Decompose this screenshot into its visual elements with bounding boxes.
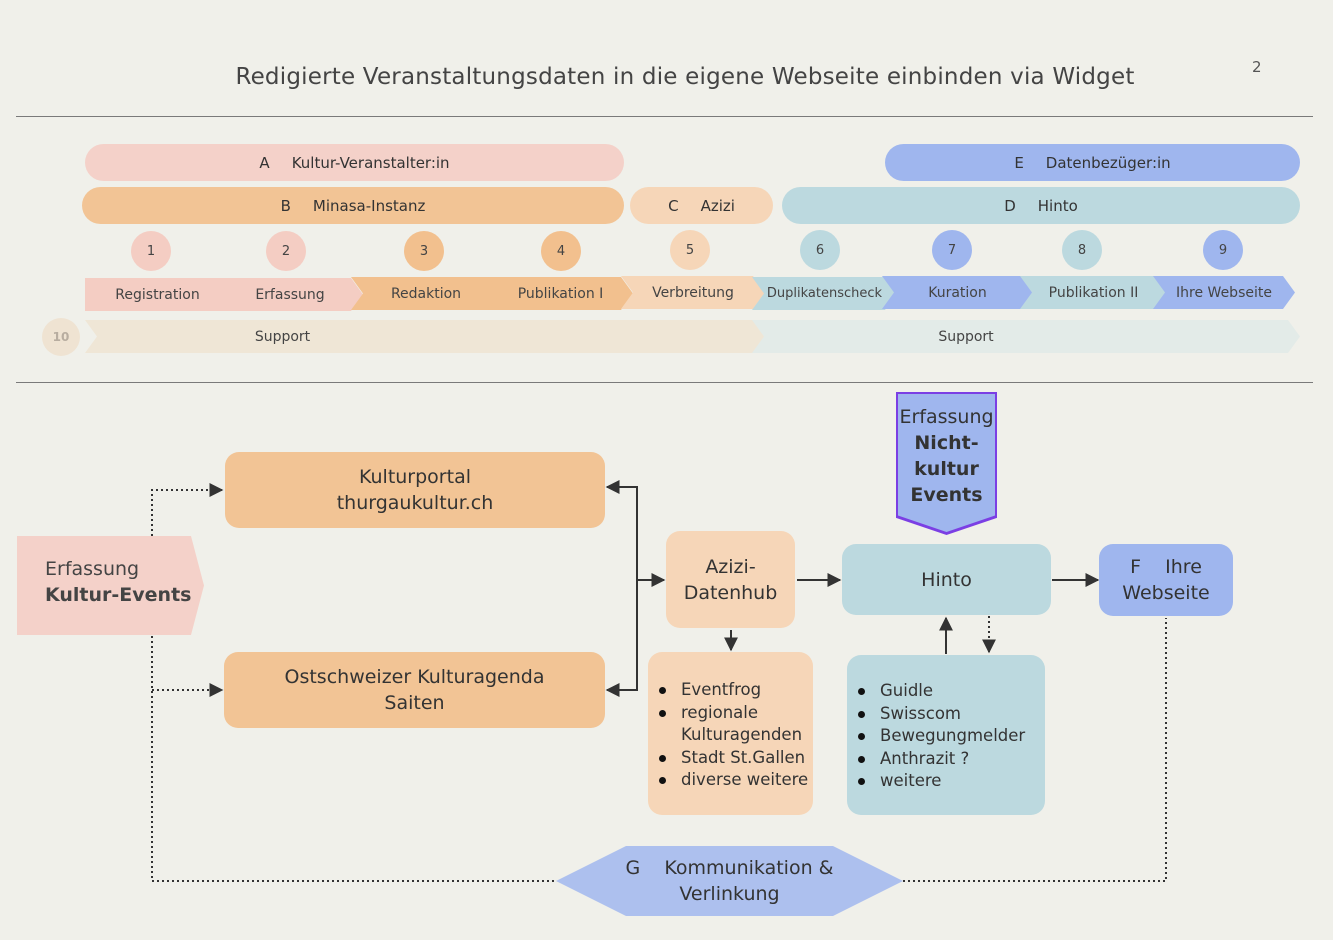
portal1-line2: thurgaukultur.ch — [336, 492, 494, 514]
nonculture-line2: Nicht- — [914, 432, 979, 454]
hinto-partners-list: Guidle Swisscom Bewegungmelder Anthrazit… — [855, 680, 1045, 793]
step-6-label: Duplikatenscheck — [766, 286, 883, 301]
communication-node: G Kommunikation & Verlinkung — [556, 846, 903, 916]
step-10-number: 10 — [42, 318, 80, 356]
actor-d-pill: D Hinto — [782, 187, 1300, 224]
support-left-label: Support — [254, 328, 311, 345]
step-1-number: 1 — [131, 231, 171, 271]
hub-source-item: Stadt St.Gallen — [656, 747, 813, 770]
step-2-label: Erfassung — [255, 286, 325, 303]
hub-source-item: Eventfrog — [656, 679, 813, 702]
actor-e-label: Datenbezüger:in — [1045, 153, 1171, 172]
step-2-number: 2 — [266, 231, 306, 271]
website-node: F Ihre Webseite — [1099, 544, 1233, 616]
support-left-chevron: Support — [85, 320, 770, 353]
divider-top — [16, 116, 1313, 117]
actor-e-letter: E — [1014, 153, 1024, 172]
divider-middle — [16, 382, 1313, 383]
actor-a-letter: A — [259, 153, 270, 172]
actor-d-letter: D — [1004, 196, 1016, 215]
step-4-number: 4 — [541, 231, 581, 271]
hinto-partner-item: Guidle — [855, 680, 1045, 703]
hub-source-item: regionale Kulturagenden — [656, 702, 813, 747]
solid-connectors — [605, 480, 1100, 697]
hinto-partner-item: Swisscom — [855, 703, 1045, 726]
step-5-number: 5 — [670, 230, 710, 270]
portal1-line1: Kulturportal — [358, 466, 471, 488]
nonculture-events: Erfassung Nicht- kultur Events — [898, 394, 995, 532]
actor-c-pill: C Azizi — [630, 187, 773, 224]
step-5-chevron: Verbreitung — [621, 276, 765, 309]
hub-sources-box: Eventfrog regionale Kulturagenden Stadt … — [648, 652, 813, 815]
support-right-label: Support — [938, 328, 994, 345]
step-6-number: 6 — [800, 230, 840, 270]
hub-line2: Datenhub — [683, 581, 778, 604]
source-culture-events-text: Erfassung Kultur-Events — [45, 556, 191, 608]
step-5-label: Verbreitung — [652, 284, 734, 301]
step-3-label: Redaktion — [390, 285, 462, 302]
hub-sources-list: Eventfrog regionale Kulturagenden Stadt … — [656, 679, 813, 792]
source-culture-events — [17, 536, 204, 635]
nonculture-line3: kultur — [914, 458, 979, 480]
step-4-label: Publikation I — [517, 285, 604, 302]
actor-e-pill: E Datenbezüger:in — [885, 144, 1300, 181]
step-8-chevron: Publikation II — [1020, 276, 1167, 309]
step-7-chevron: Kuration — [882, 276, 1033, 309]
hinto-label: Hinto — [921, 568, 972, 591]
step-3-number: 3 — [404, 231, 444, 271]
actor-b-pill: B Minasa-Instanz — [82, 187, 624, 224]
azizi-datenhub: Azizi- Datenhub — [666, 531, 795, 628]
communication-line2: Verlinkung — [679, 883, 780, 905]
actor-b-label: Minasa-Instanz — [312, 196, 426, 215]
source-line2: Kultur-Events — [45, 584, 192, 606]
actor-a-pill: A Kultur-Veranstalter:in — [85, 144, 624, 181]
hinto-partner-item: weitere — [855, 770, 1045, 793]
actor-b-letter: B — [280, 196, 291, 215]
step-8-number: 8 — [1062, 230, 1102, 270]
step-1-chevron: Registration — [85, 278, 230, 311]
nonculture-line4: Events — [910, 484, 983, 506]
support-right-chevron: Support — [752, 320, 1300, 353]
actor-c-letter: C — [668, 196, 679, 215]
hub-line1: Azizi- — [705, 555, 756, 578]
nonculture-line1: Erfassung — [899, 406, 994, 428]
step-8-label: Publikation II — [1048, 284, 1139, 301]
actor-a-label: Kultur-Veranstalter:in — [291, 153, 450, 172]
step-6-chevron: Duplikatenscheck — [752, 277, 897, 310]
website-line2: Webseite — [1122, 582, 1210, 604]
actor-c-label: Azizi — [700, 196, 735, 215]
portal2-line1: Ostschweizer Kulturagenda — [284, 666, 545, 688]
dotted-connectors — [151, 483, 1167, 882]
source-line1: Erfassung — [45, 558, 140, 580]
step-9-label: Ihre Webseite — [1176, 284, 1272, 301]
step-4-chevron: Publikation I — [488, 277, 633, 310]
portal-saiten: Ostschweizer Kulturagenda Saiten — [224, 652, 605, 728]
step-9-number: 9 — [1203, 230, 1243, 270]
hinto-node: Hinto — [842, 544, 1051, 615]
step-3-chevron: Redaktion — [351, 277, 501, 310]
page-title: Redigierte Veranstaltungsdaten in die ei… — [235, 64, 1135, 90]
hinto-partner-item: Anthrazit ? — [855, 748, 1045, 771]
step-9-chevron: Ihre Webseite — [1153, 276, 1295, 309]
actor-d-label: Hinto — [1037, 196, 1078, 215]
portal-thurgaukultur: Kulturportal thurgaukultur.ch — [225, 452, 605, 528]
step-1-label: Registration — [115, 286, 200, 303]
website-line1: F Ihre — [1130, 556, 1202, 578]
portal2-line2: Saiten — [384, 692, 445, 714]
step-2-chevron: Erfassung — [217, 278, 363, 311]
page-number: 2 — [1252, 58, 1262, 76]
step-7-label: Kuration — [928, 284, 987, 301]
hinto-partners-box: Guidle Swisscom Bewegungmelder Anthrazit… — [847, 655, 1045, 815]
hub-source-item: diverse weitere — [656, 769, 813, 792]
step-7-number: 7 — [932, 230, 972, 270]
hinto-partner-item: Bewegungmelder — [855, 725, 1045, 748]
communication-line1: G Kommunikation & — [625, 857, 834, 879]
